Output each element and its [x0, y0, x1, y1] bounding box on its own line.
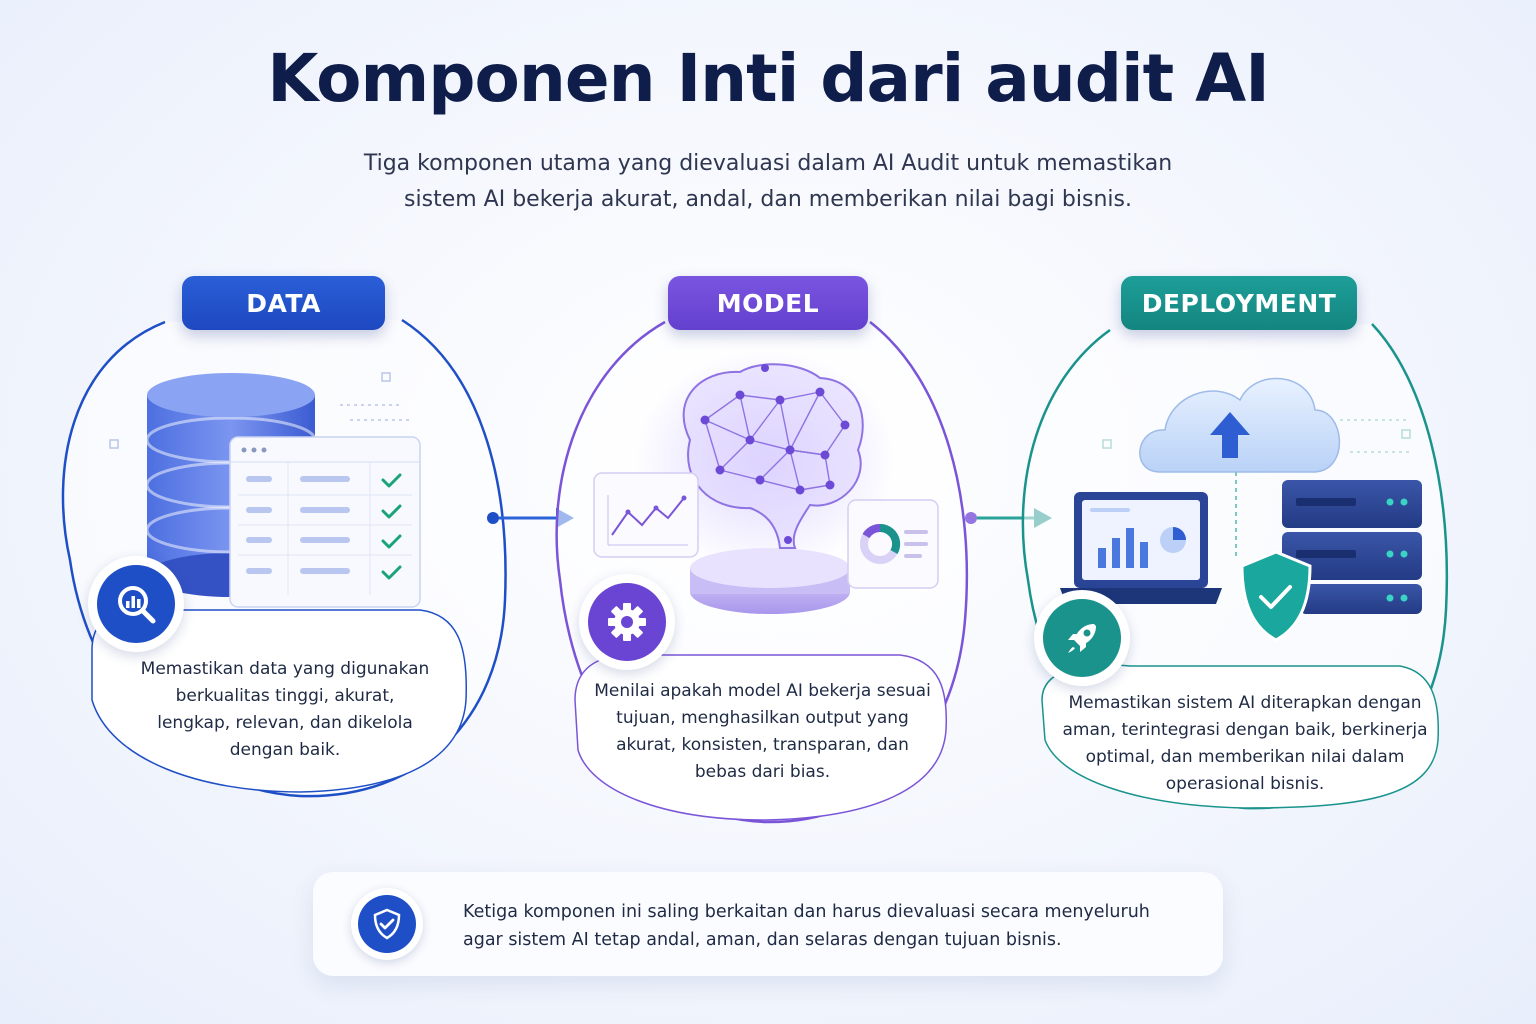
- database-icon: [145, 373, 317, 597]
- label-data: DATA: [182, 276, 385, 330]
- footer-line-1: Ketiga komponen ini saling berkaitan dan…: [463, 902, 1150, 922]
- donut-chart-card: [847, 499, 939, 589]
- magnifier-chart-icon: [97, 565, 175, 643]
- footer-badge: [351, 888, 423, 960]
- data-table-card: [229, 436, 421, 608]
- model-badge: [579, 574, 675, 670]
- label-deployment: DEPLOYMENT: [1121, 276, 1357, 330]
- cloud-upload-icon: [1139, 377, 1341, 560]
- laptop-dashboard-icon: [1060, 492, 1222, 604]
- page-subtitle: Tiga komponen utama yang dievaluasi dala…: [268, 146, 1268, 218]
- footer-line-2: agar sistem AI tetap andal, aman, dan se…: [463, 930, 1062, 950]
- shield-check-icon: [358, 895, 416, 953]
- line-chart-card: [593, 472, 699, 558]
- page-title: Komponen Inti dari audit AI: [267, 40, 1270, 117]
- subtitle-line-2: sistem AI bekerja akurat, andal, dan mem…: [404, 187, 1132, 212]
- deployment-description: Memastikan sistem AI diterapkan dengan a…: [1062, 693, 1428, 794]
- arrow-data-to-model: [487, 508, 574, 528]
- data-decor-dots: [109, 372, 410, 449]
- data-badge: [88, 556, 184, 652]
- footer-text: Ketiga komponen ini saling berkaitan dan…: [463, 898, 1203, 954]
- rocket-icon: [1043, 599, 1121, 677]
- deployment-decor-dots: [1102, 419, 1411, 453]
- arrow-model-to-deployment: [965, 508, 1052, 528]
- security-shield-icon: [1240, 550, 1312, 642]
- gear-icon: [588, 583, 666, 661]
- brain-network-icon: [635, 350, 895, 614]
- model-description: Menilai apakah model AI bekerja sesuai t…: [594, 681, 931, 782]
- footer-note: Ketiga komponen ini saling berkaitan dan…: [313, 872, 1223, 976]
- data-description: Memastikan data yang digunakan berkualit…: [140, 659, 430, 760]
- subtitle-line-1: Tiga komponen utama yang dievaluasi dala…: [363, 151, 1173, 176]
- deployment-badge: [1034, 590, 1130, 686]
- label-model: MODEL: [668, 276, 868, 330]
- server-rack-icon: [1282, 480, 1422, 614]
